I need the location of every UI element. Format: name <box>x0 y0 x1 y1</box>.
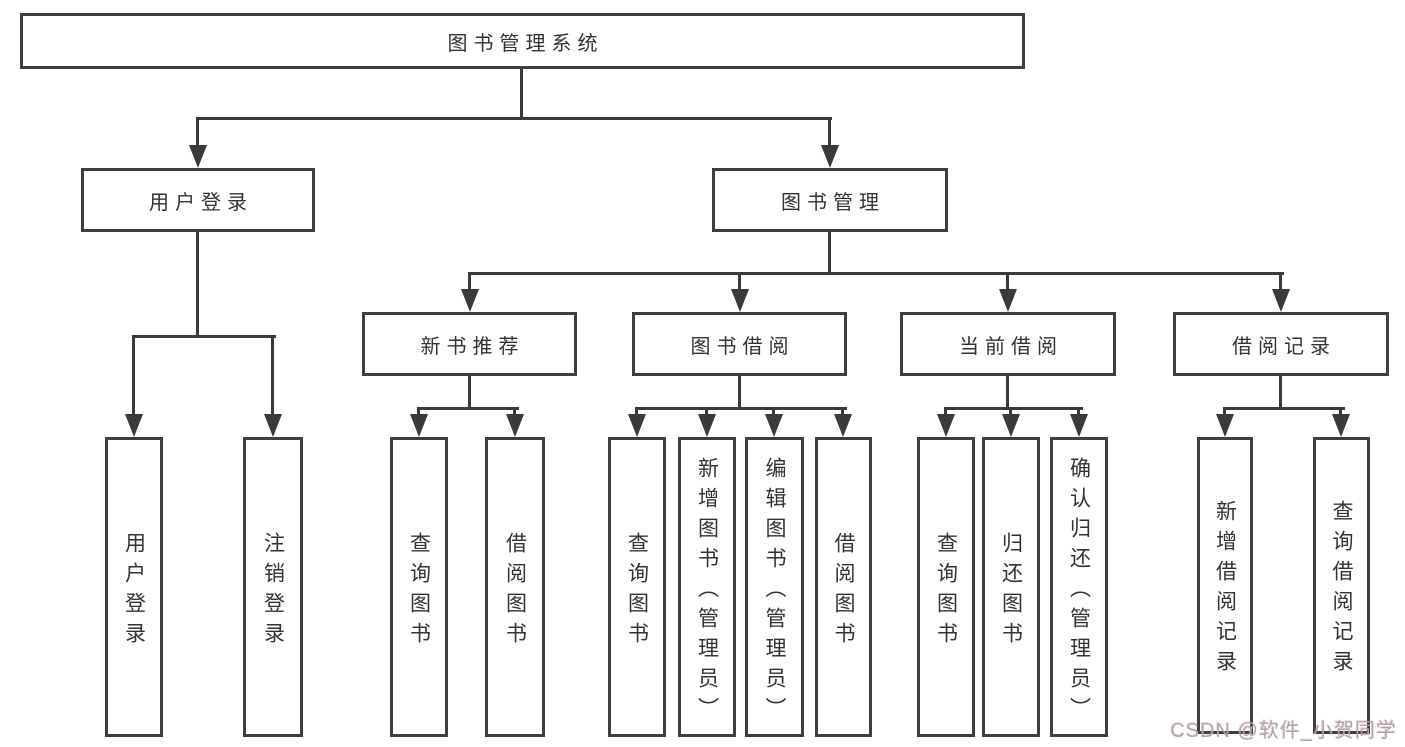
connector-current-borrow-hbar-line <box>944 407 1083 410</box>
leaf-logout-label: 注销登录 <box>261 531 285 652</box>
connector-drop-line <box>513 407 516 417</box>
leaf-borrow-book-borrow: 借阅图书 <box>815 437 872 737</box>
connector-drop-line <box>705 407 708 417</box>
leaf-add-borrow-record-label: 新增借阅记录 <box>1213 500 1237 680</box>
connector-drop-line <box>1006 272 1009 292</box>
arrowhead-down-icon <box>628 414 646 437</box>
connector-drop-line <box>772 407 775 417</box>
leaf-query-borrow-record: 查询借阅记录 <box>1313 437 1370 734</box>
leaf-query-book-current: 查询图书 <box>917 437 975 737</box>
leaf-logout: 注销登录 <box>243 437 303 737</box>
leaf-edit-book-label: 编辑图书（管理员） <box>763 456 786 727</box>
node-borrow-records-label: 借阅记录 <box>1232 335 1336 358</box>
node-new-book-rec-label: 新书推荐 <box>420 335 525 358</box>
connector-drop-line <box>1223 407 1226 417</box>
connector-book-mgmt-hbar-line <box>468 272 1284 275</box>
leaf-add-book-label: 新增图书（管理员） <box>695 456 719 727</box>
connector-borrow-records-stem-line <box>1279 376 1282 407</box>
leaf-borrow-book-rec-label: 借阅图书 <box>503 531 527 652</box>
connector-new-book-rec-hbar-line <box>417 407 519 410</box>
arrowhead-down-icon <box>698 414 716 437</box>
node-current-borrow: 当前借阅 <box>900 312 1116 376</box>
connector-current-borrow-stem-line <box>1006 376 1009 407</box>
arrowhead-down-icon <box>1272 289 1290 312</box>
connector-drop-line <box>828 117 831 147</box>
arrowhead-down-icon <box>834 414 852 437</box>
connector-drop-line <box>1279 272 1282 292</box>
arrowhead-down-icon <box>1332 414 1350 437</box>
connector-drop-line <box>417 407 420 417</box>
node-book-mgmt: 图书管理 <box>712 168 948 232</box>
arrowhead-down-icon <box>937 414 955 437</box>
node-root: 图书管理系统 <box>20 13 1025 69</box>
connector-drop-line <box>635 407 638 417</box>
leaf-query-book-borrow-label: 查询图书 <box>625 531 649 652</box>
leaf-return-book: 归还图书 <box>982 437 1040 737</box>
arrowhead-down-icon <box>506 414 524 437</box>
arrowhead-down-icon <box>461 289 479 312</box>
leaf-confirm-return-label: 确认归还（管理员） <box>1067 456 1091 727</box>
connector-drop-line <box>1077 407 1080 417</box>
connector-user-login-stem-line <box>196 232 199 335</box>
connector-book-borrow-stem-line <box>738 376 741 407</box>
connector-drop-line <box>1009 407 1012 417</box>
connector-drop-line <box>738 272 741 292</box>
node-user-login: 用户登录 <box>81 168 315 232</box>
connector-root-stem-line <box>520 69 523 117</box>
csdn-watermark: CSDN @软件_小贺同学 <box>1170 720 1397 742</box>
leaf-edit-book: 编辑图书（管理员） <box>745 437 804 737</box>
connector-user-login-hbar-line <box>132 335 276 338</box>
arrowhead-down-icon <box>1002 414 1020 437</box>
node-root-label: 图书管理系统 <box>447 32 604 55</box>
connector-drop-line <box>132 335 135 417</box>
connector-drop-line <box>196 117 199 147</box>
node-book-mgmt-label: 图书管理 <box>781 191 885 214</box>
leaf-return-book-label: 归还图书 <box>999 531 1023 652</box>
arrowhead-down-icon <box>821 145 839 168</box>
connector-drop-line <box>841 407 844 417</box>
arrowhead-down-icon <box>1216 414 1234 437</box>
leaf-borrow-book-borrow-label: 借阅图书 <box>832 531 855 652</box>
connector-new-book-rec-stem-line <box>468 376 471 407</box>
arrowhead-down-icon <box>731 289 749 312</box>
connector-borrow-records-hbar-line <box>1223 407 1345 410</box>
node-user-login-label: 用户登录 <box>149 191 253 214</box>
leaf-confirm-return: 确认归还（管理员） <box>1050 437 1108 737</box>
node-new-book-rec: 新书推荐 <box>362 312 577 376</box>
leaf-user-login: 用户登录 <box>105 437 163 737</box>
arrowhead-down-icon <box>189 145 207 168</box>
arrowhead-down-icon <box>410 414 428 437</box>
connector-drop-line <box>468 272 471 292</box>
leaf-add-book: 新增图书（管理员） <box>678 437 736 737</box>
leaf-query-book-current-label: 查询图书 <box>934 531 958 652</box>
node-book-borrow: 图书借阅 <box>632 312 847 376</box>
connector-book-mgmt-stem-line <box>828 232 831 274</box>
connector-book-borrow-hbar-line <box>635 407 847 410</box>
leaf-query-book-rec: 查询图书 <box>390 437 448 737</box>
leaf-query-book-borrow: 查询图书 <box>608 437 666 737</box>
node-book-borrow-label: 图书借阅 <box>690 335 795 358</box>
leaf-add-borrow-record: 新增借阅记录 <box>1197 437 1253 734</box>
leaf-query-borrow-record-label: 查询借阅记录 <box>1330 500 1353 680</box>
connector-drop-line <box>271 335 274 417</box>
arrowhead-down-icon <box>765 414 783 437</box>
leaf-borrow-book-rec: 借阅图书 <box>485 437 545 737</box>
arrowhead-down-icon <box>999 289 1017 312</box>
node-borrow-records: 借阅记录 <box>1173 312 1389 376</box>
node-current-borrow-label: 当前借阅 <box>959 335 1063 358</box>
connector-drop-line <box>944 407 947 417</box>
arrowhead-down-icon <box>264 414 282 437</box>
arrowhead-down-icon <box>125 414 143 437</box>
leaf-user-login-label: 用户登录 <box>122 531 146 652</box>
connector-drop-line <box>1339 407 1342 417</box>
arrowhead-down-icon <box>1070 414 1088 437</box>
connector-root-hbar-line <box>196 117 832 120</box>
leaf-query-book-rec-label: 查询图书 <box>407 531 431 652</box>
